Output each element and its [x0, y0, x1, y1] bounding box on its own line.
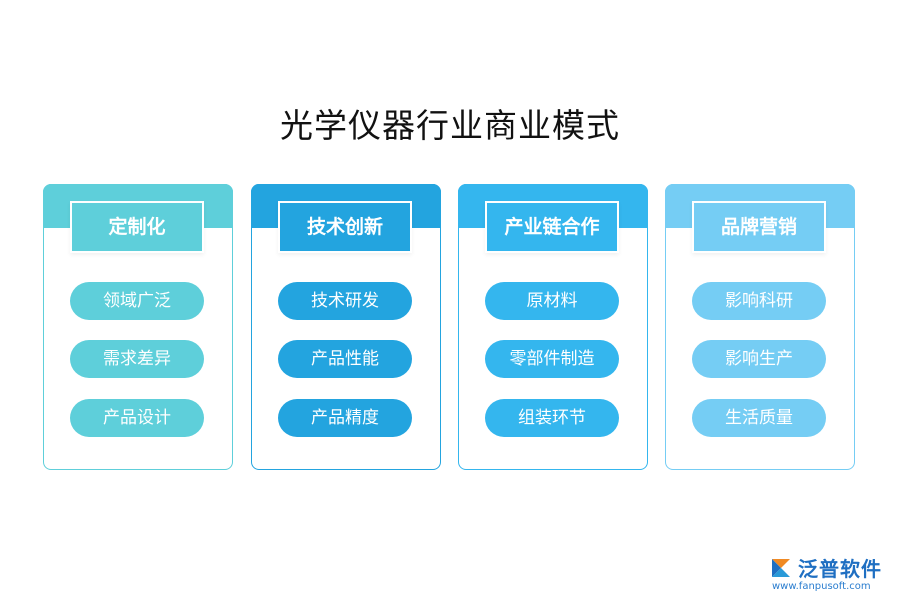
item-pill: 原材料 — [485, 282, 619, 320]
logo-name: 泛普软件 — [798, 557, 882, 581]
column-card-brand-marketing: 品牌营销 影响科研 影响生产 生活质量 — [664, 183, 855, 470]
item-pill: 生活质量 — [692, 399, 826, 437]
item-pill: 产品性能 — [278, 340, 412, 378]
item-pill: 技术研发 — [278, 282, 412, 320]
column-header: 品牌营销 — [692, 201, 826, 253]
item-pill: 产品设计 — [70, 399, 204, 437]
item-pill: 领域广泛 — [70, 282, 204, 320]
item-pill: 影响生产 — [692, 340, 826, 378]
company-logo: 泛普软件 www.fanpusoft.com — [768, 555, 892, 595]
item-pill: 组装环节 — [485, 399, 619, 437]
item-pill: 产品精度 — [278, 399, 412, 437]
item-pill: 零部件制造 — [485, 340, 619, 378]
column-header: 产业链合作 — [485, 201, 619, 253]
logo-mark-icon — [772, 559, 790, 577]
page-title: 光学仪器行业商业模式 — [280, 106, 620, 145]
column-card-innovation: 技术创新 技术研发 产品性能 产品精度 — [250, 183, 441, 470]
item-pill: 需求差异 — [70, 340, 204, 378]
item-pill: 影响科研 — [692, 282, 826, 320]
logo-url: www.fanpusoft.com — [772, 581, 871, 592]
column-header: 技术创新 — [278, 201, 412, 253]
column-header: 定制化 — [70, 201, 204, 253]
column-card-customization: 定制化 领域广泛 需求差异 产品设计 — [42, 183, 233, 470]
column-card-supply-chain: 产业链合作 原材料 零部件制造 组装环节 — [457, 183, 648, 470]
